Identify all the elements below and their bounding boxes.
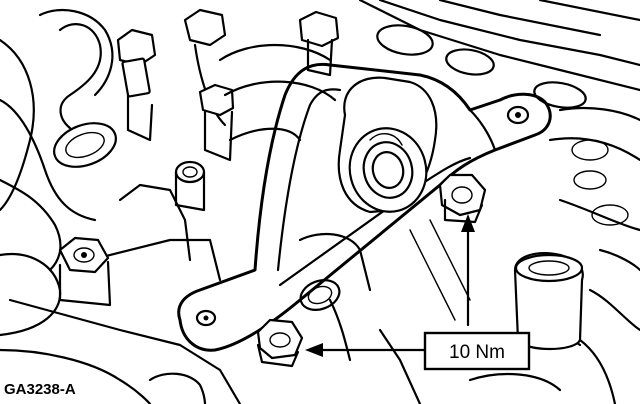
left-side-hex-bolt — [58, 236, 112, 307]
torque-callout-box: 10 Nm — [423, 331, 531, 371]
torque-value-label: 10 Nm — [449, 342, 505, 363]
tensioner-pulley — [337, 76, 438, 214]
tensioner-lower-bolt — [256, 318, 304, 368]
right-post-cylinder — [513, 252, 584, 350]
torque-callout-leaders — [305, 214, 475, 357]
camshaft-cap-bolts — [116, 8, 340, 212]
figure-id-label: GA3238-A — [4, 381, 76, 398]
tensioner-upper-bolt — [438, 173, 487, 224]
